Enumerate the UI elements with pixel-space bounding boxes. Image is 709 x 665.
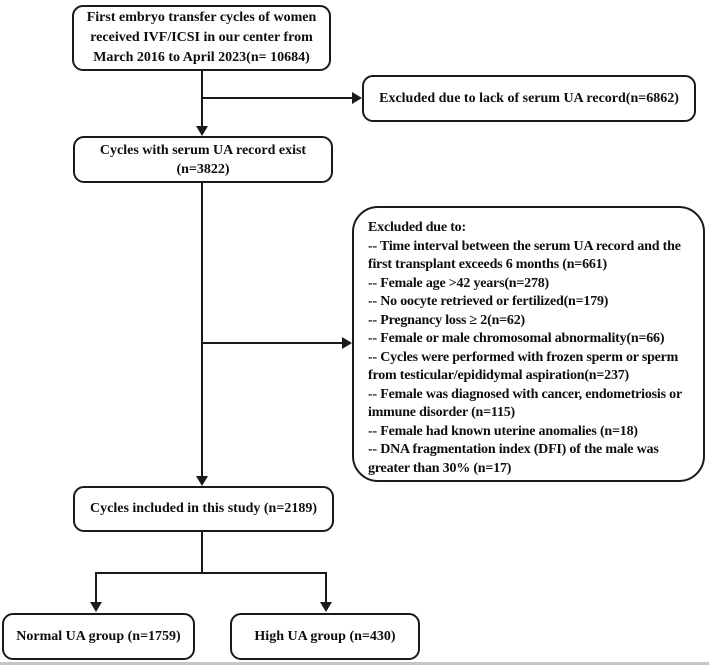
connector-branch-no-record xyxy=(201,97,353,99)
arrow-right-icon xyxy=(342,337,352,349)
exclusion-item-uterine-anomalies: -- Female had known uterine anomalies (n… xyxy=(368,423,638,439)
arrow-down-icon xyxy=(196,476,208,486)
arrow-down-icon xyxy=(90,602,102,612)
cycles-included-label: Cycles included in this study (n=2189) xyxy=(90,501,317,516)
box-start-line-3: March 2016 to April 2023(n= 10684) xyxy=(93,50,310,65)
exclusion-item-no-oocyte: -- No oocyte retrieved or fertilized(n=1… xyxy=(368,294,609,309)
connector-start-to-exist xyxy=(201,71,203,129)
box-start-line-2: received IVF/ICSI in our center from xyxy=(90,30,313,45)
exclusion-item-chromosomal-abnormality: -- Female or male chromosomal abnormalit… xyxy=(368,331,665,346)
connector-to-normal-group xyxy=(95,572,97,604)
figure-bottom-edge xyxy=(0,662,709,665)
box-normal-ua-group: Normal UA group (n=1759) xyxy=(2,613,195,660)
normal-ua-group-label: Normal UA group (n=1759) xyxy=(16,628,181,644)
high-ua-group-label: High UA group (n=430) xyxy=(254,628,396,644)
connector-split-horizontal xyxy=(95,572,327,574)
arrow-right-icon xyxy=(352,92,362,104)
connector-exist-to-included xyxy=(201,183,203,479)
box-exclusion-criteria: Excluded due to: -- Time interval betwee… xyxy=(352,206,705,482)
excluded-no-ua-record-label: Excluded due to lack of serum UA record(… xyxy=(379,90,679,106)
exclusion-item-pregnancy-loss: -- Pregnancy loss ≥ 2(n=62) xyxy=(368,312,525,328)
exclusion-item-dfi: -- DNA fragmentation index (DFI) of the … xyxy=(368,442,659,476)
connector-included-down xyxy=(201,532,203,574)
arrow-down-icon xyxy=(196,126,208,136)
box-start-line-1: First embryo transfer cycles of women xyxy=(86,10,317,25)
box-cycles-with-ua-record: Cycles with serum UA record exist (n=382… xyxy=(73,136,333,183)
box-cycles-included: Cycles included in this study (n=2189) xyxy=(73,486,334,532)
exclusion-item-frozen-sperm: -- Cycles were performed with frozen spe… xyxy=(368,349,679,384)
exclusion-item-cancer-endometriosis: -- Female was diagnosed with cancer, end… xyxy=(368,386,682,421)
arrow-down-icon xyxy=(320,602,332,612)
exclusion-item-female-age: -- Female age >42 years(n=278) xyxy=(368,275,550,291)
ua-record-exist-line-2: (n=3822) xyxy=(176,161,230,177)
exclusion-criteria-title: Excluded due to: xyxy=(368,220,466,235)
box-first-embryo-transfer-cycles: First embryo transfer cycles of women re… xyxy=(72,5,331,71)
box-high-ua-group: High UA group (n=430) xyxy=(230,613,420,660)
ua-record-exist-line-1: Cycles with serum UA record exist xyxy=(99,142,307,158)
connector-to-high-group xyxy=(325,572,327,604)
exclusion-item-time-interval: -- Time interval between the serum UA re… xyxy=(368,238,681,273)
connector-branch-exclusion-criteria xyxy=(201,342,343,344)
box-excluded-no-ua-record: Excluded due to lack of serum UA record(… xyxy=(362,75,696,122)
